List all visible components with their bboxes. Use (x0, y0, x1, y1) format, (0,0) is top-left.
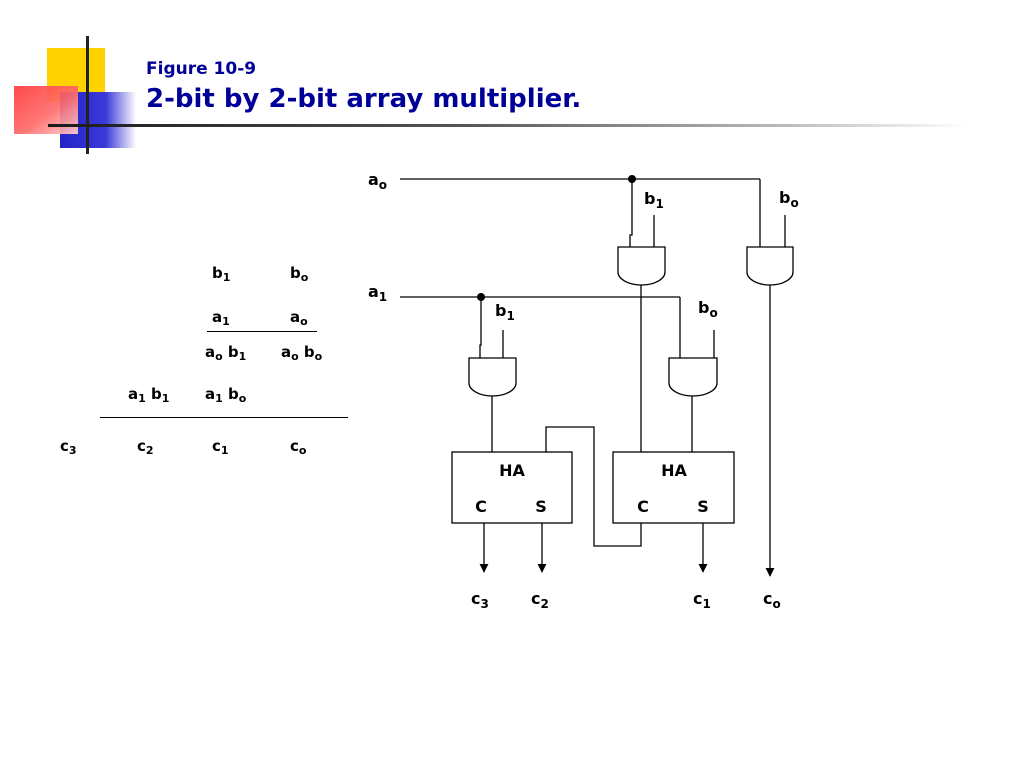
label-b0-bottom: bo (698, 298, 718, 320)
result-c3: c3 (60, 437, 77, 457)
junction-a0 (628, 175, 636, 183)
row-b-b0: bo (290, 264, 309, 284)
ha2-sum-label: S (697, 497, 709, 516)
row-b-b1: b1 (212, 264, 231, 284)
result-c2: c2 (137, 437, 154, 457)
output-c0: co (763, 589, 781, 611)
ha1-label: HA (499, 461, 525, 480)
label-b0-top: bo (779, 188, 799, 210)
label-a0: ao (368, 170, 387, 192)
ha2-carry-label: C (637, 497, 649, 516)
slide-logo (0, 0, 150, 160)
slide-title: 2-bit by 2-bit array multiplier. (146, 84, 582, 114)
row-a-a1: a1 (212, 308, 230, 328)
result-c0: co (290, 437, 307, 457)
junction-a1 (477, 293, 485, 301)
logo-vertical-line (86, 36, 89, 154)
partial-a0-b1: ao b1 (205, 343, 247, 363)
and-gate-a0b0 (746, 246, 794, 286)
title-rule (48, 124, 968, 127)
and-gate-a1b1 (468, 357, 517, 397)
sum-rule (100, 417, 348, 418)
label-b1-bottom: b1 (495, 301, 515, 323)
ha1-carry-label: C (475, 497, 487, 516)
output-c2: c2 (531, 589, 549, 611)
half-adder-1 (451, 451, 573, 524)
result-c1: c1 (212, 437, 229, 457)
partial-a0-b0: ao bo (281, 343, 323, 363)
output-c1: c1 (693, 589, 711, 611)
wire-a1-to-gate-bottom-left (479, 297, 482, 358)
ha2-label: HA (661, 461, 687, 480)
partial-a1-b1: a1 b1 (128, 385, 170, 405)
ha1-sum-label: S (535, 497, 547, 516)
row-a-a0: ao (290, 308, 308, 328)
multiplier-rule (207, 331, 317, 332)
multiplication-layout: b1 bo a1 ao ao b1 ao bo a1 b1 a1 bo c3 c… (0, 0, 400, 480)
half-adder-2 (612, 451, 735, 524)
label-b1-top: b1 (644, 189, 664, 211)
wire-ha2-carry-to-ha1 (545, 426, 642, 547)
partial-a1-b0: a1 bo (205, 385, 247, 405)
output-c3: c3 (471, 589, 489, 611)
and-gate-a0b1 (617, 246, 666, 286)
and-gate-a1b0 (668, 357, 718, 397)
wire-a0-to-gate-top-left (629, 179, 633, 247)
label-a1: a1 (368, 282, 387, 304)
figure-label: Figure 10-9 (146, 59, 257, 79)
